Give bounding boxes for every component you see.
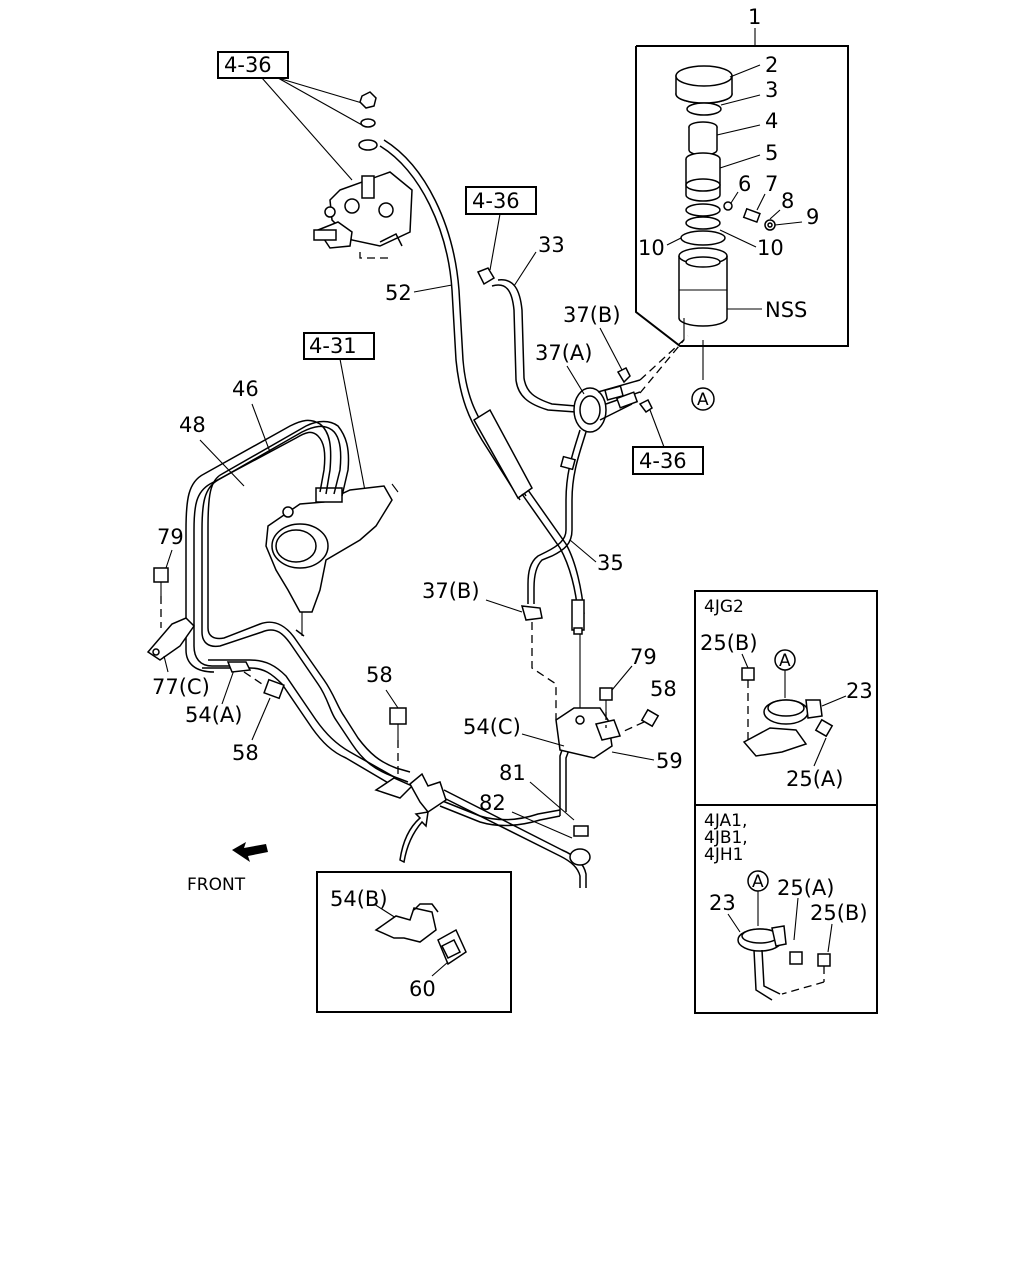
callout-6: 6 <box>738 172 751 196</box>
callout-4: 4 <box>765 109 778 133</box>
hose-33 <box>491 279 577 413</box>
callout-10-right: 10 <box>757 236 784 260</box>
ref-4-31: 4-31 <box>309 334 357 358</box>
callout-7: 7 <box>765 172 778 196</box>
callout-5: 5 <box>765 141 778 165</box>
clamp-54b <box>374 772 447 814</box>
callout-54a: 54(A) <box>185 703 242 727</box>
bolt-58-mid <box>389 707 407 780</box>
callout-54c: 54(C) <box>463 715 521 739</box>
reservoir-cap <box>675 65 776 380</box>
callout-nss: NSS <box>765 298 807 322</box>
power-steering-pump: 4-36 <box>217 51 413 259</box>
hose-52 <box>379 139 585 635</box>
inset-4jg2: 4JG2 25(B) A 23 25(A) <box>694 590 878 806</box>
ref-4-36-right: 4-36 <box>639 449 687 473</box>
callout-77c: 77(C) <box>152 675 210 699</box>
callout-9: 9 <box>806 205 819 229</box>
callout-48: 48 <box>179 413 206 437</box>
reservoir-hose-joint <box>573 335 689 433</box>
callout-58-mid: 58 <box>366 663 393 687</box>
steering-gear-box <box>265 483 399 637</box>
callout-59: 59 <box>656 749 683 773</box>
callout-58-left: 58 <box>232 741 259 765</box>
bolt-58-right <box>621 708 660 733</box>
inset-4ja1-title-2: 4JB1, <box>704 828 748 848</box>
callout-37a: 37(A) <box>535 341 592 365</box>
callout-60: 60 <box>409 977 436 1001</box>
inset-4jg2-25a: 25(A) <box>786 767 843 791</box>
bracket-59 <box>555 707 622 759</box>
callout-58-right: 58 <box>650 677 677 701</box>
callout-1: 1 <box>748 5 761 29</box>
bolt-58-left <box>243 671 285 700</box>
inset-4jg2-circle-a: A <box>779 651 791 671</box>
front-arrow <box>232 842 268 862</box>
callout-37b-top: 37(B) <box>563 303 621 327</box>
callout-81: 81 <box>499 761 526 785</box>
inset-4ja1-title-3: 4JH1 <box>704 845 743 865</box>
callout-82: 82 <box>479 791 506 815</box>
reservoir-box: 1 2 <box>635 5 849 411</box>
inset-4jg2-25b: 25(B) <box>700 631 758 655</box>
bolt-79-left <box>153 567 169 628</box>
ref-4-36-top: 4-36 <box>224 53 272 77</box>
callout-10-left: 10 <box>638 236 665 260</box>
bolt-79-right <box>599 687 613 728</box>
callout-79-right: 79 <box>630 645 657 669</box>
inset-4ja1: 4JA1, 4JB1, 4JH1 A 23 25(A) 25(B) <box>694 804 878 1014</box>
callout-52: 52 <box>385 281 412 305</box>
callout-3: 3 <box>765 78 778 102</box>
inset-4ja1-25b: 25(B) <box>810 901 868 925</box>
clamp-detail-box: 54(B) 60 <box>316 871 512 1013</box>
circle-a-main: A <box>697 390 709 410</box>
inset-4jg2-23: 23 <box>846 679 873 703</box>
callout-8: 8 <box>781 189 794 213</box>
callout-35: 35 <box>597 551 624 575</box>
inset-4ja1-circle-a: A <box>752 872 764 892</box>
inset-4ja1-25a: 25(A) <box>777 876 834 900</box>
hose-35 <box>527 429 587 604</box>
pipes-46-48 <box>185 419 591 888</box>
inset-4ja1-23: 23 <box>709 891 736 915</box>
callout-2: 2 <box>765 53 778 77</box>
callout-33: 33 <box>538 233 565 257</box>
front-label: FRONT <box>187 875 246 895</box>
inset-4ja1-title-1: 4JA1, <box>704 811 747 831</box>
callout-37b-mid: 37(B) <box>422 579 480 603</box>
callout-46: 46 <box>232 377 259 401</box>
callout-79-left: 79 <box>157 525 184 549</box>
ref-4-36-mid: 4-36 <box>472 189 520 213</box>
bracket-77c <box>146 617 195 661</box>
inset-4jg2-title: 4JG2 <box>704 597 744 617</box>
